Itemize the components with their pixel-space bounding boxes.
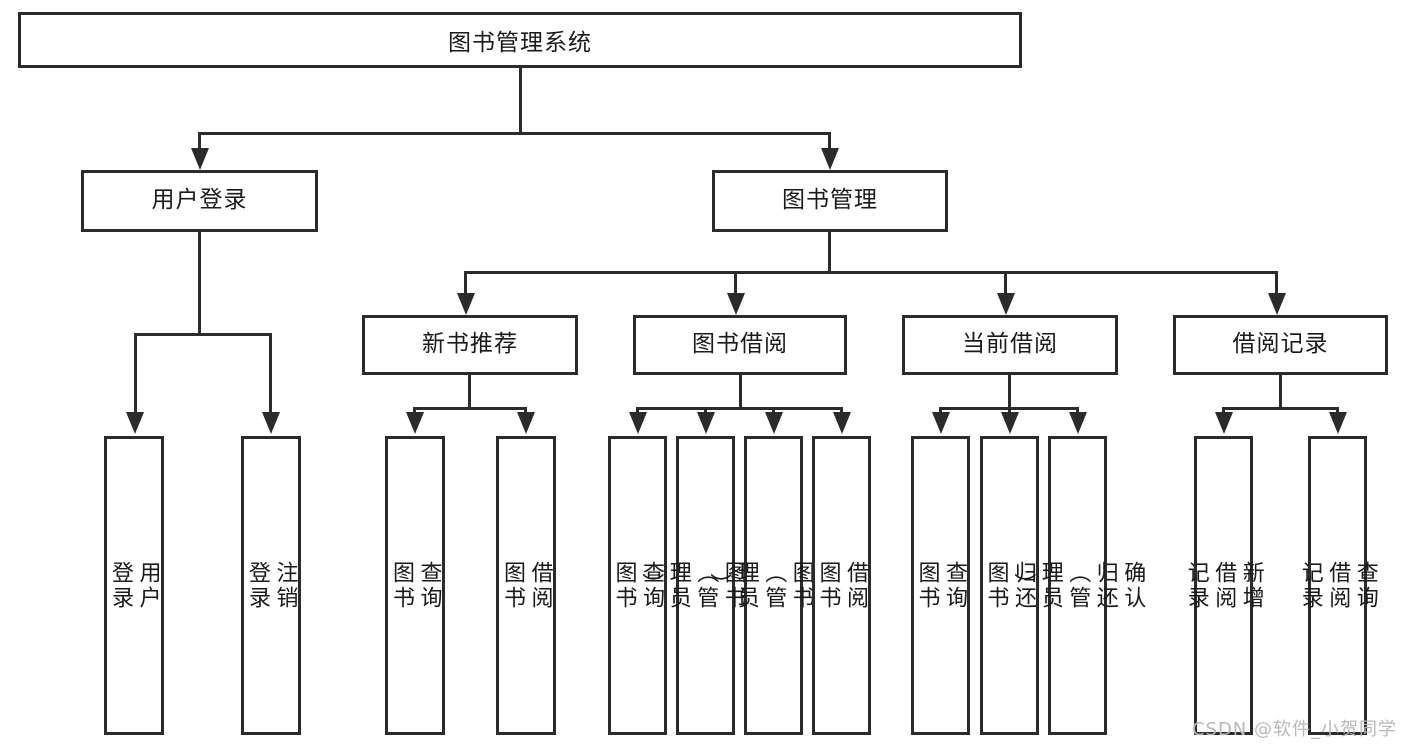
arrow-to-br-query (1329, 412, 1347, 434)
leaf-nb-borrow-book[interactable]: 借阅 图书 (496, 436, 556, 735)
node-root-system[interactable]: 图书管理系统 (18, 12, 1022, 68)
leaf-label: 查询 图书 (611, 560, 665, 611)
connector-drop-leaf-logout (269, 333, 272, 415)
connector-user-login-stem (198, 232, 201, 336)
node-book-borrow[interactable]: 图书借阅 (633, 315, 847, 375)
arrow-to-leaf-logout (262, 412, 280, 434)
connector-user-login-bus (134, 333, 272, 336)
connector-book-borrow-bus (636, 407, 840, 410)
leaf-bb-borrow-book[interactable]: 借阅 图书 (812, 436, 871, 735)
arrow-to-nb-borrow (517, 412, 535, 434)
node-label: 图书管理 (782, 187, 878, 214)
connector-new-book-stem (468, 375, 471, 410)
leaf-label: 借阅 图书 (500, 560, 553, 611)
leaf-label: 归还 图书 (983, 560, 1037, 611)
arrow-to-bb-edit (765, 412, 783, 434)
leaf-cb-confirm-return[interactable]: 确认 归还 （管 理员 ） (1010, 436, 1145, 735)
connector-level2-bus (198, 132, 831, 135)
leaf-label: 查询 图书 (914, 560, 968, 611)
connector-book-manage-stem (828, 232, 831, 274)
arrow-to-user-login (191, 148, 209, 170)
arrow-to-new-book (457, 293, 475, 315)
connector-drop-book-manage (828, 132, 831, 152)
leaf-label: 用户 登录 (108, 560, 161, 611)
connector-drop-leaf-user-login (134, 333, 137, 415)
node-book-management[interactable]: 图书管理 (712, 170, 948, 232)
node-label: 借阅记录 (1232, 331, 1329, 358)
leaf-label: 注销 登录 (245, 560, 298, 611)
leaf-br-add-record[interactable]: 新增 借阅 记录 (1184, 436, 1264, 735)
arrow-to-book-manage (821, 148, 839, 170)
node-label: 当前借阅 (962, 331, 1058, 358)
connector-root-stem (519, 68, 522, 135)
node-label: 图书管理系统 (448, 30, 592, 56)
arrow-to-br-add (1215, 412, 1233, 434)
leaf-label: 新增 借阅 记录 (1183, 560, 1264, 611)
connector-drop-borrow-record (1275, 271, 1278, 297)
leaf-label: 查询 借阅 记录 (1297, 560, 1378, 611)
arrow-to-cb-confirm (1069, 412, 1087, 434)
leaf-bb-query-book[interactable]: 查询 图书 (608, 436, 667, 735)
arrow-to-book-borrow (727, 293, 745, 315)
leaf-label: 确认 归还 （管 理员 ） (1010, 560, 1146, 611)
csdn-watermark: CSDN @软件_小贺同学 (1191, 719, 1397, 740)
connector-current-borrow-stem (1008, 375, 1011, 410)
node-new-book-recommend[interactable]: 新书推荐 (362, 315, 578, 375)
node-label: 新书推荐 (422, 331, 518, 358)
connector-borrow-record-bus (1222, 407, 1339, 410)
connector-drop-current-borrow (1004, 271, 1007, 297)
connector-new-book-bus (413, 407, 527, 410)
leaf-logout[interactable]: 注销 登录 (241, 436, 301, 735)
arrow-to-bb-add (697, 412, 715, 434)
leaf-cb-query-book[interactable]: 查询 图书 (911, 436, 970, 735)
arrow-to-borrow-record (1268, 293, 1286, 315)
node-label: 图书借阅 (692, 331, 788, 358)
leaf-user-login[interactable]: 用户 登录 (104, 436, 164, 735)
arrow-to-current-borrow (997, 293, 1015, 315)
node-borrow-record[interactable]: 借阅记录 (1173, 315, 1388, 375)
leaf-cb-return-book[interactable]: 归还 图书 (980, 436, 1039, 735)
connector-level3-bus (464, 271, 1278, 274)
arrow-to-nb-query (406, 412, 424, 434)
leaf-br-query-record[interactable]: 查询 借阅 记录 (1298, 436, 1378, 735)
leaf-label: 借阅 图书 (815, 560, 869, 611)
arrow-to-bb-borrow (833, 412, 851, 434)
leaf-bb-edit-book[interactable]: 编辑 图书 （管 理员 ） (706, 436, 841, 735)
leaf-bb-add-book[interactable]: 新增 图书 （管 理员 ） (638, 436, 773, 735)
leaf-nb-query-book[interactable]: 查询 图书 (385, 436, 445, 735)
arrow-to-bb-query (629, 412, 647, 434)
connector-book-borrow-stem (739, 375, 742, 410)
connector-borrow-record-stem (1279, 375, 1282, 410)
connector-drop-book-borrow (734, 271, 737, 297)
connector-drop-new-book (464, 271, 467, 297)
arrow-to-cb-return (1001, 412, 1019, 434)
connector-drop-user-login (198, 132, 201, 152)
node-label: 用户登录 (151, 187, 248, 214)
node-current-borrow[interactable]: 当前借阅 (902, 315, 1118, 375)
arrow-to-leaf-user-login (126, 412, 144, 434)
node-user-login[interactable]: 用户登录 (81, 170, 318, 232)
arrow-to-cb-query (932, 412, 950, 434)
leaf-label: 查询 图书 (389, 560, 442, 611)
